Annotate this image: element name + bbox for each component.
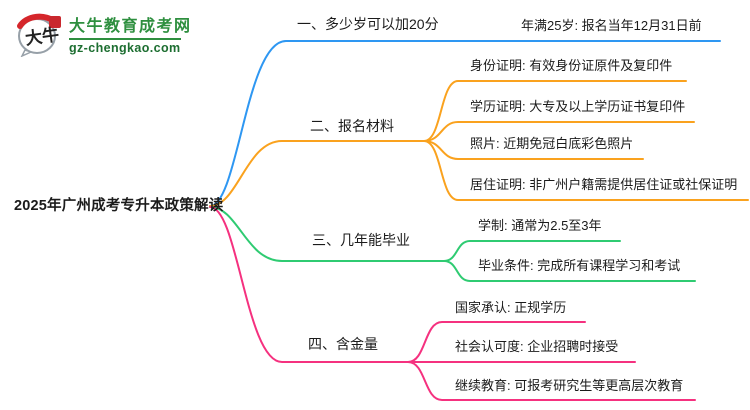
logo-separator [69,37,181,40]
site-logo: 大牛 大牛教育成考网 gz-chengkao.com [13,9,192,57]
branch-4-label: 四、含金量 [308,336,378,352]
branch-4-leaf-1: 国家承认: 正规学历 [455,300,567,315]
branch-4-leaf-2: 社会认可度: 企业招聘时接受 [455,339,619,354]
root-topic: 2025年广州成考专升本政策解读 [14,198,224,214]
logo-seal-icon [49,16,61,28]
logo-calligraphy-text: 大牛 [24,24,61,50]
branch-3-label: 三、几年能毕业 [312,232,410,248]
logo-bubble-icon: 大牛 [17,13,61,57]
branch-2-label: 二、报名材料 [310,118,394,134]
branch-2-leaf-3: 照片: 近期免冠白底彩色照片 [470,136,634,151]
branch-3-leaf-1: 学制: 通常为2.5至3年 [478,218,602,233]
branch-3-leaf-2: 毕业条件: 完成所有课程学习和考试 [478,258,681,273]
branch-1-label: 一、多少岁可以加20分 [297,16,439,32]
branch-3-lines [209,206,696,282]
logo-site-domain: gz-chengkao.com [69,40,181,55]
branch-1-leaf-1: 年满25岁: 报名当年12月31日前 [521,18,702,33]
branch-2-lines [209,80,749,207]
branch-4-lines [209,206,696,401]
branch-2-leaf-1: 身份证明: 有效身份证原件及复印件 [470,58,673,73]
branch-2-leaf-4: 居住证明: 非广州户籍需提供居住证或社保证明 [470,177,738,192]
logo-site-name: 大牛教育成考网 [69,17,192,35]
branch-1-lines [209,40,721,207]
branch-2-leaf-2: 学历证明: 大专及以上学历证书复印件 [470,99,686,114]
logo-text-block: 大牛教育成考网 gz-chengkao.com [69,12,192,55]
branch-4-leaf-3: 继续教育: 可报考研究生等更高层次教育 [455,378,684,393]
